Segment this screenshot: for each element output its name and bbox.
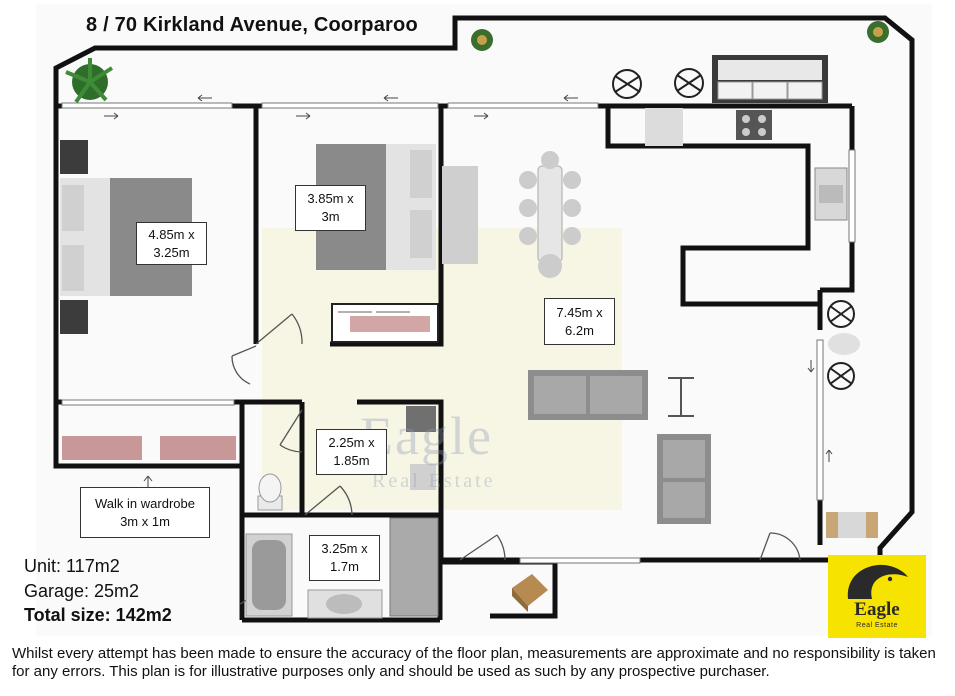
room-label-living: 7.45m x 6.2m (544, 298, 615, 345)
desk-icon (442, 166, 478, 264)
room-label-bedroom-2: 3.85m x 3m (295, 185, 366, 231)
bed-icon (316, 144, 478, 270)
agency-logo: Eagle Real Estate (828, 555, 926, 638)
room-label-bathroom: 3.25m x 1.7m (309, 535, 380, 581)
toilet-icon (257, 473, 283, 511)
wardrobe-callout: Walk in wardrobe 3m x 1m (80, 487, 210, 538)
wardrobe-callout-line2: 3m x 1m (120, 513, 170, 529)
plant-icon (867, 21, 889, 43)
room-dim-line2: 1.7m (330, 559, 359, 574)
wardrobe-callout-line1: Walk in wardrobe (95, 495, 195, 511)
room-dim-line2: 1.85m (333, 453, 370, 468)
wardrobe-icon (331, 303, 439, 343)
bathtub-icon (245, 533, 293, 617)
windows (61, 102, 856, 564)
watermark-tagline: Real Estate (372, 470, 496, 492)
disclaimer: Whilst every attempt has been made to en… (12, 645, 936, 680)
plant-icon (65, 58, 114, 104)
plant-icon (471, 29, 493, 51)
room-dim-line2: 3.25m (153, 244, 190, 260)
room-label-bedroom-1: 4.85m x 3.25m (136, 222, 207, 265)
bbq-icon (826, 512, 878, 538)
room-dim-line1: 7.45m x (556, 304, 603, 320)
outdoor-chair-icon (827, 300, 855, 390)
washer-icon (406, 406, 436, 432)
page-title: 8 / 70 Kirkland Avenue, Coorparoo (86, 14, 418, 36)
vanity-icon (307, 589, 383, 619)
doors (231, 313, 801, 605)
sliding-door-arrows (104, 94, 833, 490)
eagle-icon (847, 564, 908, 599)
fridge-icon (645, 108, 683, 146)
room-dim-line1: 3.25m x (321, 541, 368, 556)
outdoor-sofa-icon (712, 55, 828, 103)
total-size: Total size: 142m2 (24, 605, 172, 625)
room-dim-line1: 4.85m x (148, 226, 195, 242)
shower-icon (389, 517, 439, 617)
sofa-icon (528, 370, 648, 420)
room-dim-line1: 2.25m x (328, 435, 375, 450)
storage-box-icon (512, 574, 548, 612)
room-dim-line2: 3m (321, 209, 340, 224)
outdoor-chair-icon (612, 68, 704, 99)
walk-in-wardrobe-clothes (62, 436, 236, 460)
kitchen-sink-icon (814, 167, 848, 221)
floor-plan (53, 15, 915, 623)
cooktop-icon (736, 110, 772, 140)
sofa-icon (657, 434, 711, 524)
coffee-table-icon (668, 377, 694, 417)
unit-size: Unit: 117m2 (24, 556, 120, 576)
logo-tagline: Real Estate (856, 622, 898, 629)
room-dim-line2: 6.2m (565, 322, 594, 338)
bed-icon (60, 140, 192, 334)
laundry-tub-icon (410, 464, 436, 490)
room-dim-line1: 3.85m x (307, 191, 354, 206)
outdoor-table-icon (828, 333, 860, 355)
garage-size: Garage: 25m2 (24, 581, 140, 601)
dining-table-icon (519, 151, 581, 278)
room-label-laundry: 2.25m x 1.85m (316, 429, 387, 475)
logo-name: Eagle (854, 599, 900, 620)
